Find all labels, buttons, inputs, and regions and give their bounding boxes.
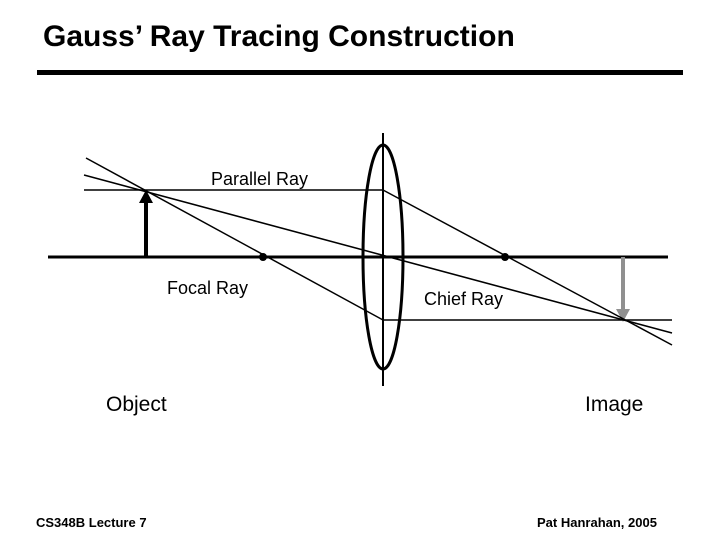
footer-author: Pat Hanrahan, 2005: [537, 515, 657, 530]
focal-ray-incoming: [85, 157, 384, 321]
lens: [361, 143, 405, 371]
footer-course: CS348B Lecture 7: [36, 515, 147, 530]
object-label: Object: [106, 393, 167, 416]
parallel-ray-label: Parallel Ray: [211, 169, 309, 189]
back-focal-point: [501, 253, 509, 261]
page-title: Gauss’ Ray Tracing Construction: [43, 20, 515, 53]
object-arrowhead: [139, 190, 153, 203]
title-underline: [37, 70, 683, 75]
chief-ray-label: Chief Ray: [424, 289, 504, 309]
parallel-ray-refracted: [382, 189, 673, 346]
image-arrowhead: [616, 309, 630, 322]
image-label: Image: [585, 393, 644, 416]
focal-ray-label: Focal Ray: [167, 278, 249, 298]
front-focal-point: [259, 253, 267, 261]
chief-ray: [83, 174, 673, 334]
